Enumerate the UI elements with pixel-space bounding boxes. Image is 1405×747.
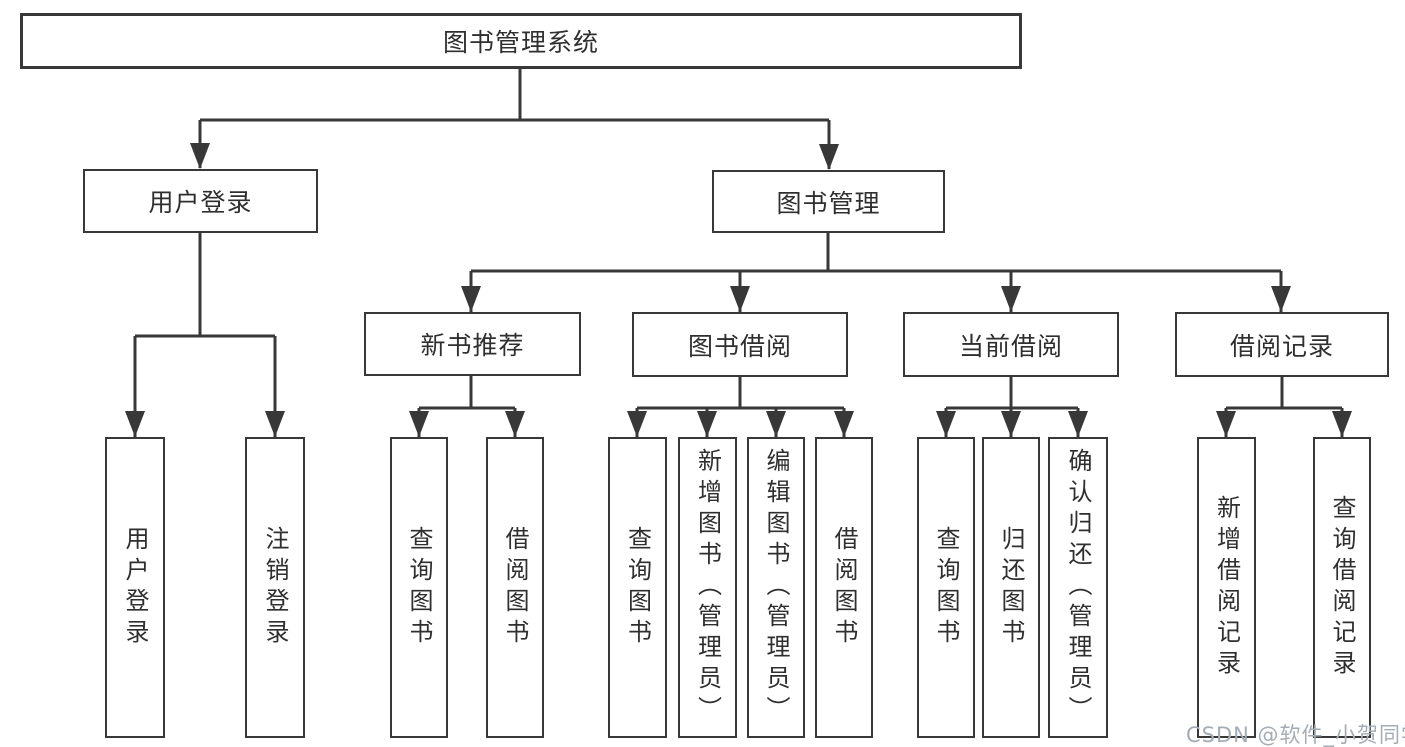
node-label: 借阅图书 [830,525,858,650]
node-label: 当前借阅 [958,331,1063,361]
node-label: 用户登录 [121,525,149,650]
node-confirm-return-admin: 确认归还（管理员） [1048,437,1108,738]
arrowhead-icon [461,286,481,312]
node-borrow-books: 借阅图书 [815,437,873,738]
csdn-watermark: CSDN @软件_小贺同学 [1186,723,1405,747]
arrowhead-icon [834,411,854,437]
node-edit-books-admin: 编辑图书（管理员） [747,437,805,738]
arrowhead-icon [730,286,750,312]
node-label: 归还图书 [997,525,1025,650]
arrowhead-icon [265,411,285,437]
node-book-management: 图书管理 [712,170,945,233]
node-query-borrow-record: 查询借阅记录 [1313,437,1371,738]
connector-borrow-records-branch [1216,377,1352,437]
arrowhead-icon [409,411,429,437]
node-return-books: 归还图书 [982,437,1040,738]
connector-new-book-rec-branch [409,376,525,437]
arrowhead-icon [1068,411,1088,437]
node-label: 借阅图书 [501,525,529,650]
arrowhead-icon [766,411,786,437]
node-rec-query-books: 查询图书 [390,437,448,738]
node-label: 查询借阅记录 [1328,494,1356,681]
node-label: 图书借阅 [687,331,792,361]
node-label: 图书管理 [776,188,881,218]
node-user-login: 用户登录 [105,437,165,738]
connector-book-borrow-branch [627,377,854,437]
node-book-borrowing: 图书借阅 [632,312,848,377]
node-borrow-records: 借阅记录 [1175,312,1389,377]
node-label: 图书管理系统 [442,28,599,57]
node-label: 用户登录 [148,188,253,217]
arrowhead-icon [936,411,956,437]
arrowhead-icon [1001,411,1021,437]
node-user-login-branch: 用户登录 [83,169,318,233]
arrowhead-icon [190,143,210,169]
connector-current-borrow-branch [936,377,1088,437]
node-add-books-admin: 新增图书（管理员） [678,437,737,738]
node-new-book-recommend: 新书推荐 [364,312,581,376]
node-label: 注销登录 [261,525,289,650]
node-current-borrowing: 当前借阅 [903,312,1119,377]
connector-book-mgmt-to-level3 [461,233,1291,312]
node-label: 查询图书 [623,525,652,650]
arrowhead-icon [1001,286,1021,312]
node-label: 编辑图书（管理员） [762,448,790,727]
arrowhead-icon [627,411,647,437]
node-label: 查询图书 [405,525,433,650]
node-label: 新增借阅记录 [1212,494,1241,681]
node-logout: 注销登录 [245,437,305,738]
connector-user-login-branch [125,233,285,437]
arrowhead-icon [1216,411,1236,437]
node-borrow-query-books: 查询图书 [608,437,667,738]
arrowhead-icon [697,411,717,437]
node-label: 查询图书 [932,525,960,650]
node-add-borrow-record: 新增借阅记录 [1197,437,1256,738]
arrowhead-icon [1271,286,1291,312]
arrowhead-icon [125,411,145,437]
arrowhead-icon [819,144,839,170]
node-library-management-system: 图书管理系统 [20,13,1022,69]
arrowhead-icon [505,411,525,437]
node-current-query-books: 查询图书 [917,437,975,738]
connector-root-to-level2 [190,69,839,170]
node-label: 新增图书（管理员） [693,448,722,727]
node-label: 新书推荐 [420,331,525,360]
node-rec-borrow-books: 借阅图书 [486,437,544,738]
node-label: 确认归还（管理员） [1064,448,1092,727]
arrowhead-icon [1332,411,1352,437]
node-label: 借阅记录 [1229,331,1334,361]
